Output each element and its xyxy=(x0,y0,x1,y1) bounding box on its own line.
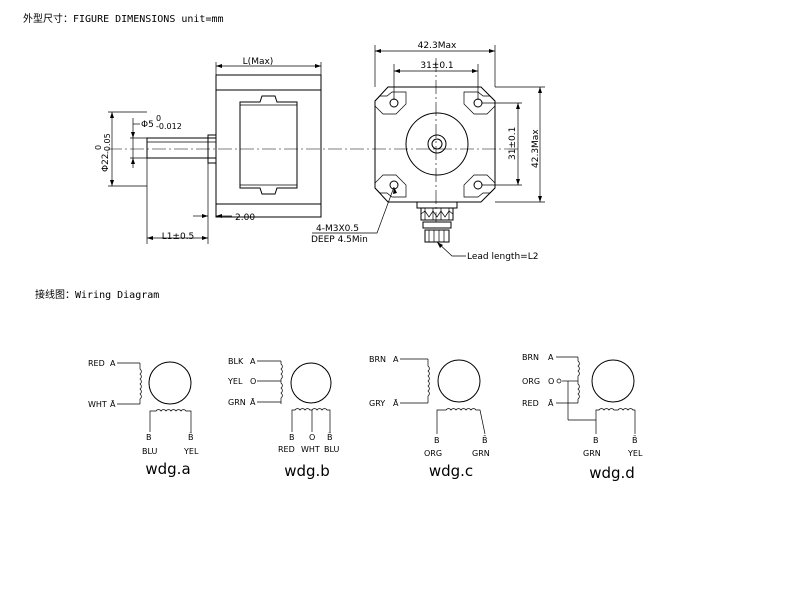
front-shaft xyxy=(427,134,447,154)
svg-text:B̄: B̄ xyxy=(327,432,333,442)
svg-text:B̄: B̄ xyxy=(482,435,488,445)
svg-text:B: B xyxy=(434,436,440,445)
svg-text:B̄: B̄ xyxy=(188,432,194,442)
boss-diameter: Φ22 xyxy=(101,153,111,172)
wire-label: ORG xyxy=(424,449,442,458)
svg-text:Ā: Ā xyxy=(548,398,554,408)
wire-label: ORG xyxy=(522,377,540,386)
svg-text:Ā: Ā xyxy=(250,397,256,407)
side-view: L(Max) Φ5 0 -0.012 Φ22 0 -0.05 2.00 L1±0… xyxy=(94,57,520,244)
rotor xyxy=(591,359,635,403)
wire-label: GRN xyxy=(228,398,246,407)
wire-label: RED xyxy=(88,359,105,368)
wire-label: GRN xyxy=(583,449,601,458)
wire-label: RED xyxy=(522,399,539,408)
wire-label: BLU xyxy=(142,447,158,456)
svg-text:A: A xyxy=(110,359,116,368)
coil-b xyxy=(149,409,192,432)
coil-a xyxy=(577,357,580,403)
lead-wires xyxy=(424,229,450,243)
rotor xyxy=(290,362,332,404)
wire-label: GRY xyxy=(369,399,385,408)
svg-text:B: B xyxy=(289,433,295,442)
svg-text:O: O xyxy=(548,377,554,386)
mounting-hole-depth: DEEP 4.5Min xyxy=(311,235,368,245)
front-boss xyxy=(405,112,469,176)
svg-text:-0.05: -0.05 xyxy=(103,133,112,154)
wire-label: BRN xyxy=(369,355,386,364)
wire-label: RED xyxy=(278,445,295,454)
motor-body xyxy=(215,74,322,218)
lead-exit xyxy=(416,201,458,209)
wire-label: BLU xyxy=(324,445,340,454)
wiring-d: BRN A ORG O RED Ā B B̄ GRN YEL wdg.d xyxy=(522,353,643,482)
motor-shaft xyxy=(146,137,217,159)
svg-text:B: B xyxy=(146,433,152,442)
wire-label: WHT xyxy=(88,400,107,409)
svg-text:A: A xyxy=(250,357,256,366)
lead-length: Lead length=L2 xyxy=(467,252,538,262)
wiring-caption: wdg.d xyxy=(589,464,635,482)
svg-text:A: A xyxy=(393,355,399,364)
overall-height: 42.3Max xyxy=(531,129,541,168)
mounting-hole xyxy=(473,98,483,108)
svg-text:O: O xyxy=(250,377,256,386)
svg-text:-0.012: -0.012 xyxy=(156,122,182,131)
wire-label: BRN xyxy=(522,353,539,362)
svg-text:B̄: B̄ xyxy=(632,435,638,445)
coil-a xyxy=(280,361,283,404)
wiring-caption: wdg.c xyxy=(429,462,473,480)
wiring-c: BRN A GRY Ā B B̄ ORG GRN wdg.c xyxy=(369,355,490,480)
mounting-hole-spec: 4-M3X0.5 xyxy=(316,224,359,234)
wire-label: BLK xyxy=(228,357,244,366)
svg-text:0: 0 xyxy=(156,114,161,123)
wiring-a: RED A WHT Ā B B̄ BLU YEL wdg.a xyxy=(88,359,199,478)
mounting-hole xyxy=(473,180,483,190)
stator-outline xyxy=(239,95,298,195)
svg-text:B: B xyxy=(593,436,599,445)
coil-b xyxy=(291,408,331,432)
boss-height: 2.00 xyxy=(235,213,255,223)
length-dimension: L(Max) xyxy=(243,57,274,67)
svg-text:O: O xyxy=(309,433,315,442)
overall-width: 42.3Max xyxy=(418,41,457,51)
coil-b xyxy=(595,408,636,434)
rotor xyxy=(437,359,481,403)
wire-label: YEL xyxy=(627,449,643,458)
coil-a xyxy=(427,359,430,403)
wire-label: YEL xyxy=(183,447,199,456)
svg-text:A: A xyxy=(548,353,554,362)
hole-spacing-vertical: 31±0.1 xyxy=(508,127,518,160)
shaft-length: L1±0.5 xyxy=(162,232,195,242)
wire-label: GRN xyxy=(472,449,490,458)
wire-label: WHT xyxy=(301,445,320,454)
wiring-caption: wdg.b xyxy=(284,462,330,480)
rotor xyxy=(148,361,192,405)
wiring-caption: wdg.a xyxy=(145,460,190,478)
wiring-b: BLK A YEL O GRN Ā B O B̄ RED WHT BLU wdg… xyxy=(227,357,340,480)
figure-dimensions-header: 外型尺寸：FIGURE DIMENSIONS unit=mm xyxy=(23,12,224,25)
coil-b xyxy=(436,408,486,435)
coil-a xyxy=(139,363,142,404)
hole-spacing-horizontal: 31±0.1 xyxy=(420,61,453,71)
wiring-diagram-header: 接线图：Wiring Diagram xyxy=(35,288,159,301)
svg-text:Ā: Ā xyxy=(393,398,399,408)
mounting-hole xyxy=(389,98,399,108)
front-view: 42.3Max 31±0.1 31±0.1 42.3Max xyxy=(311,41,545,262)
front-face xyxy=(374,86,496,203)
shaft-diameter: Φ5 xyxy=(141,120,154,130)
svg-text:Ā: Ā xyxy=(110,399,116,409)
svg-text:0: 0 xyxy=(94,145,103,150)
wire-label: YEL xyxy=(227,377,243,386)
